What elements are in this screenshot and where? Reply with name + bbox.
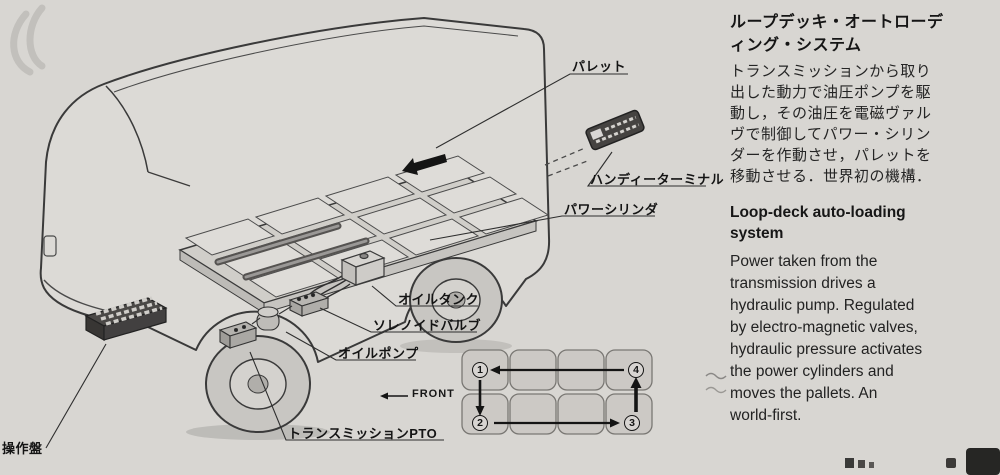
pallet	[184, 218, 276, 256]
jp-title: ループデッキ・オートローデ ィング・システム	[730, 14, 944, 54]
schematic-step-4: 4	[628, 362, 644, 378]
front-wheel	[205, 335, 311, 433]
pto-unit	[218, 317, 261, 349]
pallet	[458, 197, 550, 235]
watermark	[10, 4, 46, 76]
oil-tank	[340, 250, 386, 286]
handy-terminal-device	[585, 109, 645, 151]
en-description: Power taken from the transmission drives…	[730, 253, 923, 425]
label-power-cylinder: パワーシリンダ	[564, 202, 659, 217]
front-arrow	[380, 392, 408, 400]
label-pallet: パレット	[572, 59, 627, 74]
pallet	[388, 218, 480, 256]
label-control-panel: 操作盤	[2, 441, 43, 456]
label-handy-terminal: ハンディーターミナル	[590, 172, 725, 187]
schematic-step-1: 1	[472, 362, 488, 378]
pallet	[254, 197, 346, 235]
pallet	[324, 176, 416, 214]
pallet	[356, 197, 448, 235]
leader-lines	[45, 73, 706, 449]
rear-wheel	[409, 257, 503, 343]
label-transmission-pto: トランスミッションPTO	[288, 426, 438, 441]
label-oil-pump: オイルポンプ	[338, 346, 419, 361]
loop-arrows	[475, 365, 642, 428]
pallet	[426, 176, 518, 214]
jp-description: トランスミッションから取り 出した動力で油圧ポンプを駆 動し，その油圧を電磁ヴァ…	[730, 64, 932, 186]
label-solenoid-valve: ソレノイドバルブ	[373, 318, 482, 333]
en-title: Loop-deck auto-loading system	[730, 204, 906, 243]
power-cylinders	[214, 222, 370, 281]
schematic-step-3: 3	[624, 415, 640, 431]
signal-dashes	[544, 147, 591, 177]
headlight	[43, 235, 57, 257]
schematic-step-2: 2	[472, 415, 488, 431]
oil-pump	[256, 305, 293, 331]
solenoid-valve	[288, 291, 330, 317]
control-panel-device	[84, 296, 168, 342]
text-column: ループデッキ・オートローデ ィング・システム トランスミッションから取り 出した…	[730, 12, 994, 427]
scan-artifact	[705, 372, 1000, 475]
label-oil-tank: オイルタンク	[398, 292, 480, 307]
front-direction-label: FRONT	[412, 388, 455, 400]
deck-direction-arrow	[402, 154, 447, 175]
